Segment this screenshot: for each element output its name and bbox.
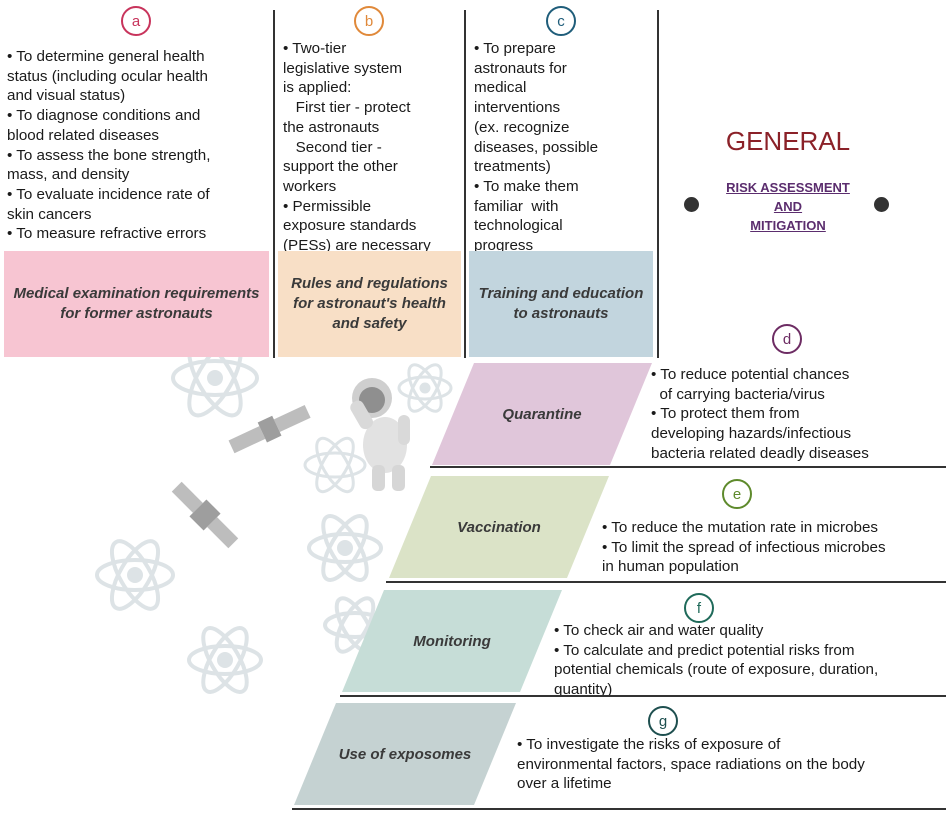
- row-g-bullets: • To investigate the risks of exposure o…: [517, 736, 865, 793]
- atom-icon: [95, 539, 175, 611]
- row-f-marker: f: [684, 593, 714, 623]
- satellite-icon: [171, 481, 239, 549]
- row-d-marker: d: [772, 324, 802, 354]
- column-b-bullets: • Two-tier legislative system is applied…: [283, 40, 431, 255]
- column-divider: [273, 10, 275, 358]
- astronaut-icon: [350, 378, 410, 491]
- column-a-bullets: • To determine general health status (in…: [7, 48, 211, 243]
- left-dot: [684, 197, 699, 212]
- quarantine-shape: [432, 363, 652, 465]
- row-g-marker: g: [648, 706, 678, 736]
- risk-assessment-subtitle: RISK ASSESSMENT AND MITIGATION: [726, 180, 850, 233]
- row-e-bullets: • To reduce the mutation rate in microbe…: [602, 519, 886, 576]
- atom-icon: [397, 363, 453, 413]
- atom-icon: [187, 626, 263, 694]
- rules-regulations-box: Rules and regulations for astronaut's he…: [278, 251, 461, 357]
- monitoring-shape: [342, 590, 562, 692]
- medical-examination-box: Medical examination requirements for for…: [4, 251, 269, 357]
- column-divider: [657, 10, 659, 358]
- use-of-exposomes-box: Use of exposomes: [294, 703, 516, 805]
- satellite-icon: [228, 404, 311, 454]
- row-f-bullets: • To check air and water quality • To ca…: [554, 622, 879, 699]
- row-e-baseline: [386, 581, 946, 583]
- column-a-marker: a: [121, 6, 151, 36]
- general-title: GENERAL: [725, 126, 851, 156]
- monitoring-box: Monitoring: [342, 590, 562, 692]
- atom-icon: [307, 514, 383, 582]
- vaccination-shape: [389, 476, 609, 578]
- row-g-baseline: [292, 808, 946, 810]
- column-divider: [464, 10, 466, 358]
- row-e-marker: e: [722, 479, 752, 509]
- row-d-baseline: [430, 466, 946, 468]
- row-d-bullets: • To reduce potential chances of carryin…: [651, 366, 869, 462]
- vaccination-box: Vaccination: [389, 476, 609, 578]
- column-b-marker: b: [354, 6, 384, 36]
- row-f-baseline: [340, 695, 946, 697]
- column-c-marker: c: [546, 6, 576, 36]
- training-education-box: Training and education to astronauts: [469, 251, 653, 357]
- quarantine-box: Quarantine: [432, 363, 652, 465]
- exposomes-shape: [294, 703, 516, 805]
- atom-icon: [303, 436, 367, 494]
- right-dot: [874, 197, 889, 212]
- column-c-bullets: • To prepare astronauts for medical inte…: [474, 40, 599, 255]
